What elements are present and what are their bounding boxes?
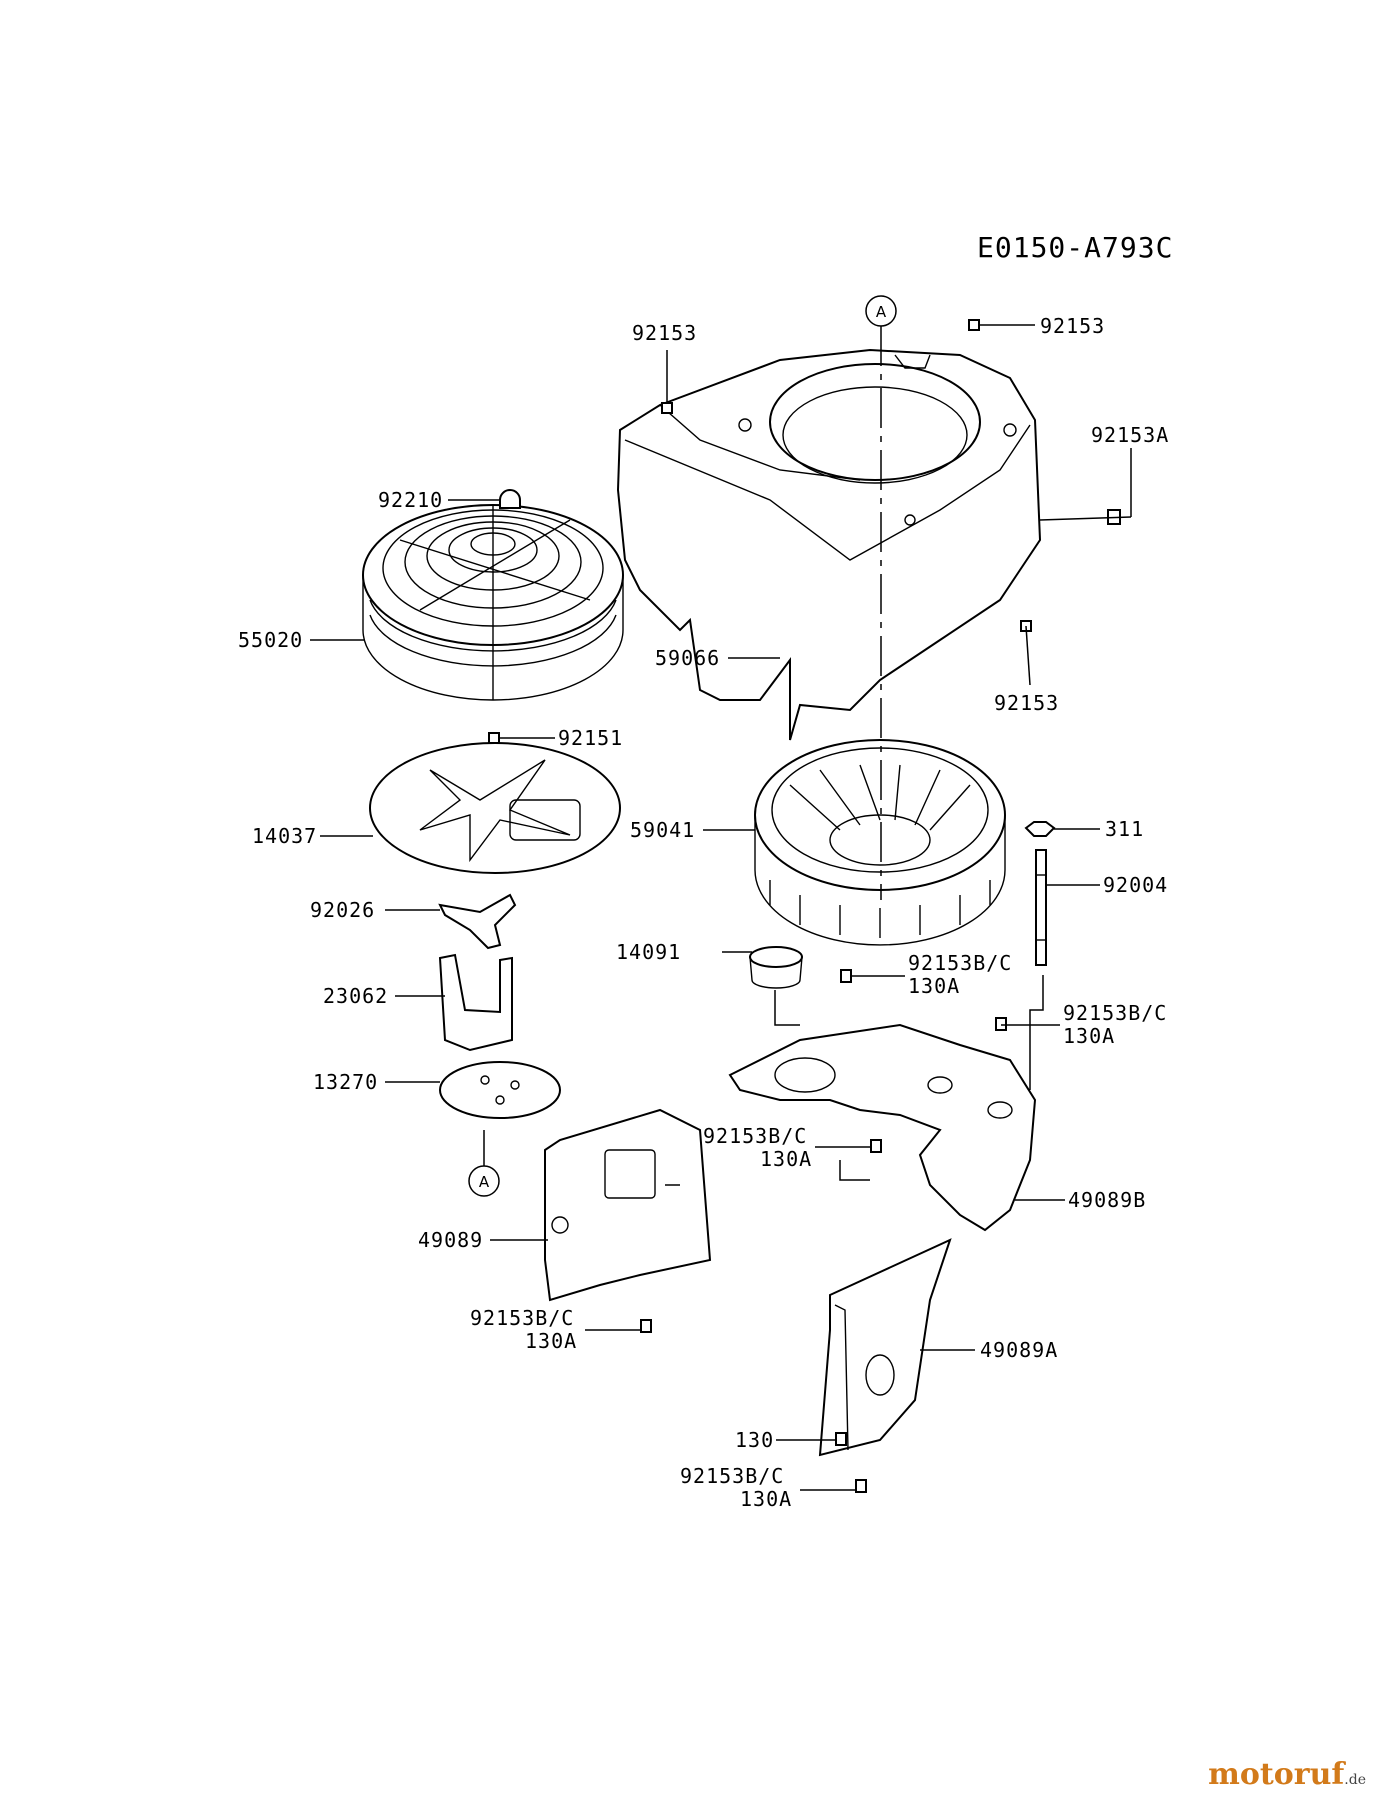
- bracket-23062: [438, 953, 513, 1052]
- label-14037: 14037: [252, 824, 317, 848]
- label-92153bc-1: 92153B/C: [908, 951, 1012, 975]
- label-130a-2: 130A: [1063, 1024, 1115, 1048]
- label-49089: 49089: [418, 1228, 483, 1252]
- bolt-92153bc-2: [995, 1017, 1007, 1031]
- label-130a-3: 130A: [760, 1147, 812, 1171]
- label-59066: 59066: [655, 646, 720, 670]
- label-55020: 55020: [238, 628, 303, 652]
- ref-marker-a-bottom-label: A: [479, 1173, 490, 1191]
- label-92153-top-left: 92153: [632, 321, 697, 345]
- screw-92151: [488, 732, 500, 744]
- rotating-screen-55020: [362, 504, 624, 701]
- label-14091: 14091: [616, 940, 681, 964]
- bolt-92153-top-right: [968, 319, 980, 331]
- label-49089a: 49089A: [980, 1338, 1058, 1362]
- label-92026: 92026: [310, 898, 375, 922]
- plate-13270: [439, 1061, 561, 1119]
- nut-311: [1024, 821, 1056, 837]
- label-130a-5: 130A: [740, 1487, 792, 1511]
- bolt-92153bc-1: [840, 969, 852, 983]
- label-130: 130: [735, 1428, 774, 1452]
- ref-marker-a-bottom: A: [468, 1165, 500, 1197]
- bolt-130: [835, 1432, 847, 1446]
- label-92153-right: 92153: [994, 691, 1059, 715]
- ref-marker-a-top-label: A: [876, 303, 887, 321]
- flywheel-59041: [754, 739, 1006, 946]
- label-130a-4: 130A: [525, 1329, 577, 1353]
- watermark-text: motoruf: [1208, 1757, 1345, 1792]
- label-23062: 23062: [323, 984, 388, 1008]
- leader-lines: [310, 324, 1132, 1491]
- label-92153bc-5: 92153B/C: [680, 1464, 784, 1488]
- label-92004: 92004: [1103, 873, 1168, 897]
- label-92151: 92151: [558, 726, 623, 750]
- ref-marker-a-top: A: [865, 295, 897, 327]
- label-49089b: 49089B: [1068, 1188, 1146, 1212]
- diagram-code: E0150-A793C: [977, 231, 1173, 264]
- label-92210: 92210: [378, 488, 443, 512]
- label-13270: 13270: [313, 1070, 378, 1094]
- label-92153bc-3: 92153B/C: [703, 1124, 807, 1148]
- plate-14037: [369, 742, 621, 874]
- label-92153-top-right: 92153: [1040, 314, 1105, 338]
- baffle-49089: [544, 1108, 712, 1302]
- baffle-49089a: [818, 1238, 952, 1457]
- label-92153a: 92153A: [1091, 423, 1169, 447]
- fan-shroud-59066: [616, 348, 1042, 741]
- label-92153bc-4: 92153B/C: [470, 1306, 574, 1330]
- label-130a-1: 130A: [908, 974, 960, 998]
- bolt-92153-top-left: [661, 402, 673, 414]
- stud-92004: [1035, 849, 1047, 966]
- watermark-logo: motoruf.de: [1208, 1757, 1366, 1792]
- bolt-92153bc-3: [870, 1139, 882, 1153]
- watermark-suffix: .de: [1344, 1772, 1366, 1788]
- bolt-92153bc-5: [855, 1479, 867, 1493]
- label-92153bc-2: 92153B/C: [1063, 1001, 1167, 1025]
- bolt-92153bc-4: [640, 1319, 652, 1333]
- baffle-49089b: [728, 1023, 1037, 1232]
- label-59041: 59041: [630, 818, 695, 842]
- cap-nut-92210: [499, 489, 521, 509]
- bracket-92026: [438, 893, 517, 950]
- label-311: 311: [1105, 817, 1144, 841]
- bushing-14091: [749, 946, 803, 989]
